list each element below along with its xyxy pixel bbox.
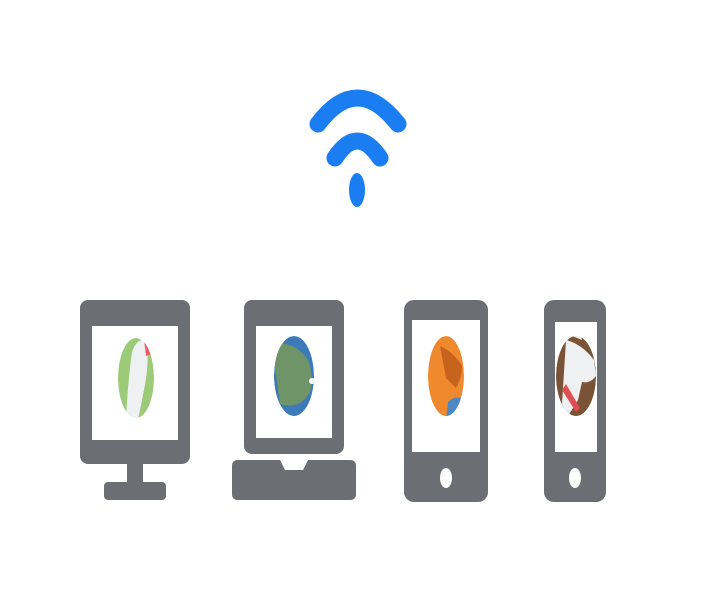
tablet-icon [404, 300, 488, 502]
wifi-dot [349, 173, 365, 207]
phone-home-button [569, 468, 581, 488]
laptop-icon [232, 300, 356, 500]
tablet-home-button [440, 468, 452, 488]
bird-avatar-icon [118, 338, 154, 418]
wifi-outer-arc [309, 89, 407, 133]
goat-avatar-icon [556, 336, 596, 416]
fish-avatar-icon [274, 336, 314, 416]
wifi-icon [309, 89, 407, 207]
wifi-middle-arc [326, 132, 389, 167]
phone-icon [544, 300, 606, 502]
desktop-monitor-icon [80, 300, 190, 500]
